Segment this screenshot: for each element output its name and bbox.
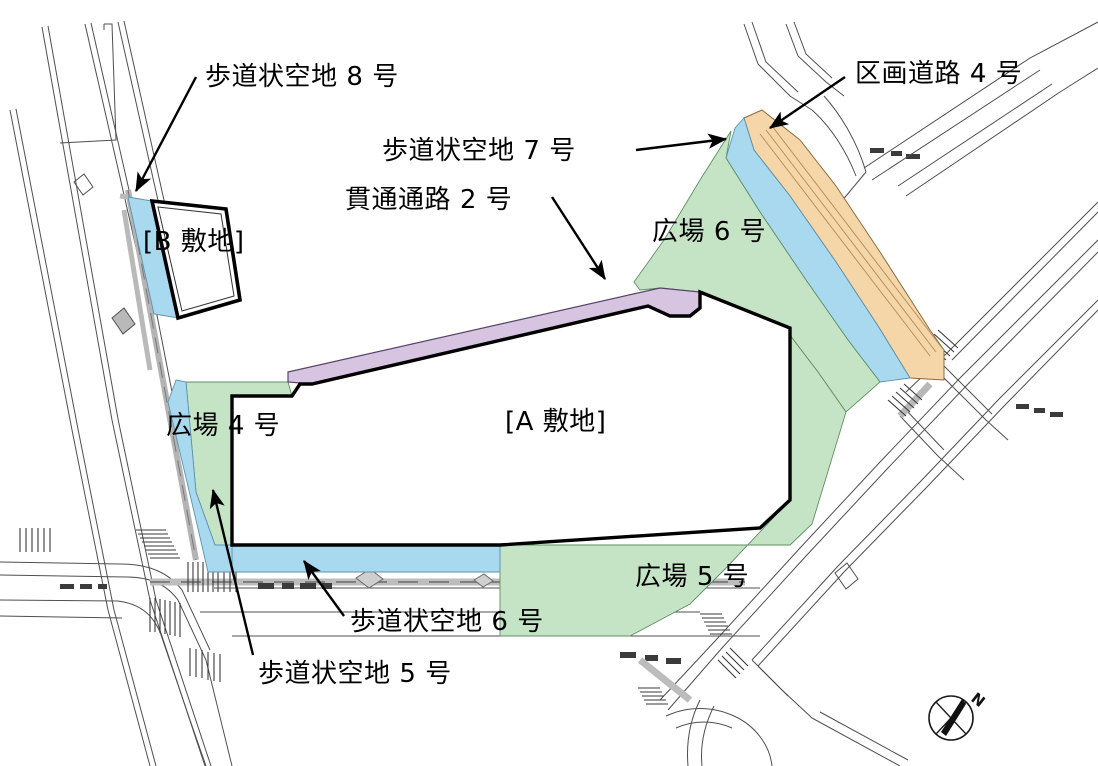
map-label-plaza-4: 広場 4 号 [166, 411, 281, 441]
site-b-inner-edge [157, 206, 235, 312]
arrow-sidewalk-7 [635, 133, 728, 152]
arrow-block-road-4 [769, 76, 846, 129]
map-label-block-road-4: 区画道路 4 号 [855, 59, 1023, 89]
map-label-sidewalk-7: 歩道状空地 7 号 [382, 136, 576, 166]
block-road-4-stripes [759, 125, 943, 357]
map-label-sidewalk-8: 歩道状空地 8 号 [205, 62, 399, 92]
map-label-plaza-6: 広場 6 号 [652, 217, 767, 247]
sidewalk-5-area [167, 379, 233, 573]
map-label-plaza-5: 広場 5 号 [635, 562, 750, 592]
arrow-sidewalk-5 [209, 488, 255, 656]
arrow-sidewalk-6 [303, 560, 345, 617]
leader-lines [134, 76, 846, 656]
arrow-passage-2 [550, 196, 607, 281]
map-label-sidewalk-5: 歩道状空地 5 号 [258, 659, 452, 689]
site-a-area [230, 289, 792, 547]
arrow-sidewalk-8 [134, 76, 198, 193]
site-b-area [149, 198, 243, 321]
sidewalk-6-area [231, 544, 501, 573]
north-arrow: N [928, 689, 989, 741]
map-label-passage-2: 貫通通路 2 号 [345, 185, 513, 215]
map-label-site-a: [A 敷地] [505, 407, 607, 437]
kerb-line-west [119, 193, 153, 371]
map-label-site-b: [B 敷地] [143, 227, 245, 257]
map-label-sidewalk-6: 歩道状空地 6 号 [350, 607, 544, 637]
